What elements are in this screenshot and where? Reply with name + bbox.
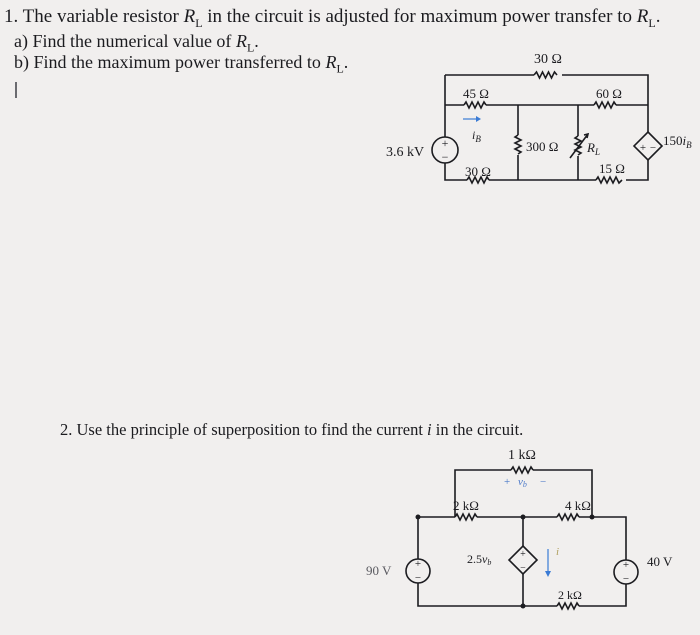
c1-label-ib: iB xyxy=(472,128,481,144)
question-1-part-b: b) Find the maximum power transferred to… xyxy=(14,52,349,76)
c2-label-40v: 40 V xyxy=(647,554,673,569)
c2-label-vb-plus: + xyxy=(504,476,510,488)
question-2-title: 2. Use the principle of superposition to… xyxy=(60,420,524,439)
c2-resistor-2k-bottom xyxy=(556,601,580,611)
c2-label-1k: 1 kΩ xyxy=(508,448,536,463)
c2-voltage-source-left xyxy=(405,558,431,584)
c1-label-dependent: 150iB xyxy=(663,133,692,150)
c1-label-30-bottom: 30 Ω xyxy=(465,164,491,179)
c2-dep-plus: + xyxy=(520,549,526,560)
c2-label-90v: 90 V xyxy=(366,563,392,578)
c1-label-30-top: 30 Ω xyxy=(534,52,562,67)
c1-wire-top-right xyxy=(562,74,649,132)
c1-resistor-60 xyxy=(593,100,617,110)
c2-label-4k: 4 kΩ xyxy=(565,498,591,513)
c2-source-left-plus: + xyxy=(415,558,421,570)
c2-source-right-minus: − xyxy=(623,573,629,585)
c2-current-arrowhead xyxy=(545,571,551,577)
c1-voltage-source xyxy=(431,136,459,164)
circuit-2: + − + − + − 1 kΩ + vb − 2 kΩ 4 kΩ 2 kΩ 9… xyxy=(366,448,673,611)
c2-source-right-plus: + xyxy=(623,559,629,571)
c2-wire-1k-right xyxy=(533,469,593,517)
c2-node-dot xyxy=(415,514,421,520)
c1-resistor-45 xyxy=(463,100,487,110)
c1-label-60: 60 Ω xyxy=(596,86,622,101)
c2-wire-bottom-left xyxy=(417,583,557,607)
question-1-part-a: a) Find the numerical value of RL. xyxy=(14,31,259,55)
c1-wire-left-lower xyxy=(444,163,467,181)
c2-wire-bottom-right xyxy=(579,584,627,607)
c2-label-vb-minus: − xyxy=(540,476,546,488)
c1-resistor-rl xyxy=(573,135,583,156)
text-cursor xyxy=(15,82,17,98)
c2-label-dependent: 2.5vb xyxy=(467,552,491,567)
c1-source-minus: − xyxy=(442,150,449,164)
c2-resistor-1k xyxy=(510,465,534,475)
c1-variable-arrow xyxy=(569,132,590,159)
c2-source-left-minus: − xyxy=(415,572,421,584)
c2-node-dot xyxy=(589,514,595,520)
circuit-1: + − + − 30 Ω 45 Ω 60 Ω 300 Ω 30 Ω 15 Ω 3… xyxy=(386,52,692,185)
c2-wire-right-upper xyxy=(579,516,627,560)
c2-dep-minus: − xyxy=(520,563,526,574)
c1-dep-minus: − xyxy=(650,142,656,154)
c1-label-15: 15 Ω xyxy=(599,161,625,176)
c1-label-rl: RL xyxy=(586,140,600,157)
c1-resistor-30-bottom xyxy=(466,175,490,185)
c2-label-vb: vb xyxy=(518,476,527,489)
question-1-title: 1. The variable resistor RL in the circu… xyxy=(4,6,661,30)
c2-dependent-source xyxy=(507,544,539,576)
c1-source-plus: + xyxy=(442,136,449,150)
c1-label-source: 3.6 kV xyxy=(386,145,424,160)
c1-label-300: 300 Ω xyxy=(526,139,558,154)
c1-label-45: 45 Ω xyxy=(463,86,489,101)
c2-resistor-4k xyxy=(556,512,580,522)
c1-resistor-300 xyxy=(513,134,523,155)
c2-resistor-2k xyxy=(454,512,478,522)
c2-node-dot xyxy=(520,514,526,520)
c2-label-2k-bottom: 2 kΩ xyxy=(558,588,582,602)
c2-label-2k: 2 kΩ xyxy=(453,498,479,513)
c1-resistor-30-top xyxy=(533,70,558,80)
c1-dependent-source xyxy=(632,130,664,162)
c2-label-i: i xyxy=(556,546,559,558)
c2-node-dot xyxy=(520,603,526,609)
c1-wire-right-lower xyxy=(626,160,649,181)
c1-ib-arrowhead xyxy=(476,116,481,122)
c1-resistor-15 xyxy=(595,175,623,185)
c2-wire-1k-left xyxy=(454,469,511,517)
c2-voltage-source-right xyxy=(613,559,639,585)
c1-dep-plus: + xyxy=(640,142,646,154)
